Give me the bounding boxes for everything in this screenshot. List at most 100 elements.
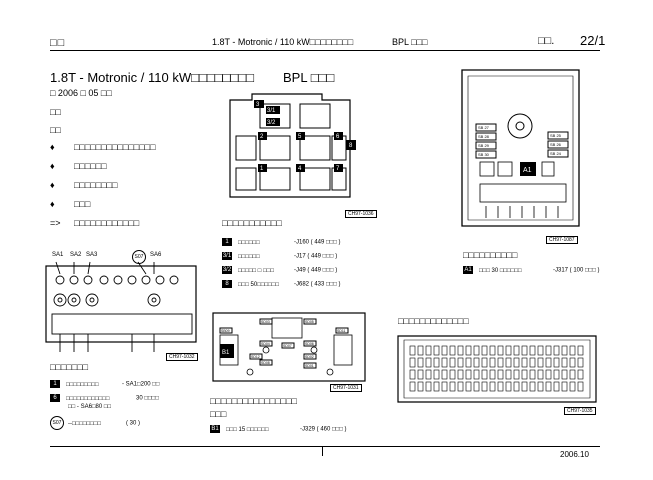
relay-figure-caption: □□□□□□□□□□□: [222, 218, 282, 228]
ebox-item: A1□□□ 30 □□□□□□-J317 ( 100 □□□ ): [463, 266, 600, 274]
sa-item: S07--□□□□□□□□( 30 ): [50, 416, 160, 430]
ebox-label: SB 24: [550, 151, 562, 156]
fuse-cell: [489, 381, 496, 392]
relay-item: 1□□□□□□-J160 ( 449 □□□ ): [222, 238, 341, 252]
relay-pos-label: 5: [298, 134, 302, 140]
module-item-badge: B1: [210, 425, 220, 433]
module-caption-line1: □□□□□□□□□□□□□□□□: [210, 396, 297, 406]
fuse-cell: [449, 357, 456, 368]
fuse-cell: [497, 357, 504, 368]
fuse-cell: [577, 381, 584, 392]
sa-item-text: □□□□□□□□□□□□: [66, 395, 110, 402]
module-diagram: SD03 SD05 SD04 SD06 SD07 SB09 SD08 SD02 …: [212, 312, 366, 382]
fuse-cell: [441, 345, 448, 356]
sa-item-detail: - SA1□200 □□: [122, 381, 160, 388]
relay-item-badge: 8: [222, 280, 232, 288]
bullet-text: □□□□□□: [74, 161, 107, 171]
relay-pos-label: 1: [260, 166, 264, 172]
date-line: □ 2006 □ 05 □□: [50, 88, 112, 98]
bullet-text: □□□□□□□□: [74, 180, 118, 190]
fuse-cell: [505, 381, 512, 392]
module-figure-id: CH97-1031: [330, 384, 362, 392]
ebox-label: SB 29: [478, 143, 490, 148]
relay-pos-label: 7: [336, 166, 340, 172]
ebox-label: SB 27: [478, 125, 490, 130]
fuse-cell: [473, 345, 480, 356]
header-right-text: □□.: [538, 35, 555, 47]
ebox-diagram: SB 27 SB 28 SB 29 SB 30 SB 25 SB 26 SB 2…: [461, 69, 580, 227]
fuse-cell: [465, 345, 472, 356]
relay-pos-label: 4: [298, 166, 302, 172]
sa-label: SA1: [52, 252, 64, 258]
fuse-cell: [561, 357, 568, 368]
relay-pos-label: 6: [336, 134, 340, 140]
fuse-cell: [457, 345, 464, 356]
fuse-cell: [489, 369, 496, 380]
fuse-cell: [481, 369, 488, 380]
fuse-cell: [425, 381, 432, 392]
relay-item-badge: 1: [222, 238, 232, 246]
fuse-cell: [521, 357, 528, 368]
fuse-cell: [553, 345, 560, 356]
fuse-cell: [457, 369, 464, 380]
module-caption-line2: □□□: [210, 409, 227, 419]
ebox-label: SB 25: [550, 133, 562, 138]
fuse-cell: [577, 345, 584, 356]
sa-label: SA3: [86, 252, 98, 258]
bullet-item: =>□□□□□□□□□□□□: [50, 218, 156, 237]
relay-item: 8□□□ 50□□□□□□-J682 ( 433 □□□ ): [222, 280, 341, 294]
fuse-cell: [417, 381, 424, 392]
relay-item-detail: -J160 ( 449 □□□ ): [294, 239, 341, 246]
fuse-cell: [409, 357, 416, 368]
fuse-cell: [569, 345, 576, 356]
ebox-item-badge: A1: [463, 266, 473, 274]
ebox-label: A1: [523, 167, 532, 174]
relay-item-detail: -J17 ( 449 □□□ ): [294, 253, 338, 260]
fuse-cell: [441, 381, 448, 392]
relay-item-detail: -J49 ( 449 □□□ ): [294, 267, 338, 274]
fuse-cell: [521, 369, 528, 380]
ebox-label: SB 26: [550, 142, 562, 147]
fuse-cell: [473, 381, 480, 392]
fuse-cell: [409, 369, 416, 380]
fuse-cell: [529, 357, 536, 368]
fuse-cell: [569, 369, 576, 380]
fuse-cell: [569, 357, 576, 368]
fuse-cell: [433, 381, 440, 392]
fuse-cell: [569, 381, 576, 392]
fuse-cell: [473, 357, 480, 368]
fuse-cell: [409, 345, 416, 356]
fuse-cell: [529, 381, 536, 392]
header-rule: [50, 50, 600, 51]
footer-rule: [50, 446, 600, 447]
sa-item-detail: 30 □□□□: [136, 395, 159, 402]
fuse-cell: [497, 345, 504, 356]
sa-item: 6□□□□□□□□□□□□30 □□□□: [50, 394, 160, 404]
fuse-cell: [481, 345, 488, 356]
module-label: SB09: [221, 329, 230, 333]
fuse-cell: [521, 381, 528, 392]
bullet-mark: =>: [50, 218, 61, 228]
fuse-cell: [425, 369, 432, 380]
fuse-cell: [577, 369, 584, 380]
sa-fuse-strip-diagram: [45, 261, 197, 352]
fuse-cell: [449, 381, 456, 392]
fuse-cell: [529, 345, 536, 356]
sa-item-line2: □□ - SA6□80 □□: [68, 404, 112, 410]
fuse-cell: [441, 357, 448, 368]
fuse-cell: [529, 369, 536, 380]
fuse-cell: [441, 369, 448, 380]
fuse-cell: [561, 345, 568, 356]
fuse-cell: [505, 357, 512, 368]
relay-pos-label: 8: [349, 143, 353, 149]
bullet-item: ♦□□□□□□□□: [50, 180, 156, 199]
label-a: □□: [50, 107, 61, 117]
fuse-cell: [537, 345, 544, 356]
module-label: SD05: [305, 320, 314, 324]
sa-item-text: --□□□□□□□□: [68, 420, 101, 427]
fuse-cell: [449, 369, 456, 380]
relay-item-text: □□□ 50□□□□□□: [238, 281, 279, 288]
module-label: SD04: [261, 342, 270, 346]
relay-pos-label: 3/1: [267, 108, 276, 114]
fuse-cell: [497, 369, 504, 380]
